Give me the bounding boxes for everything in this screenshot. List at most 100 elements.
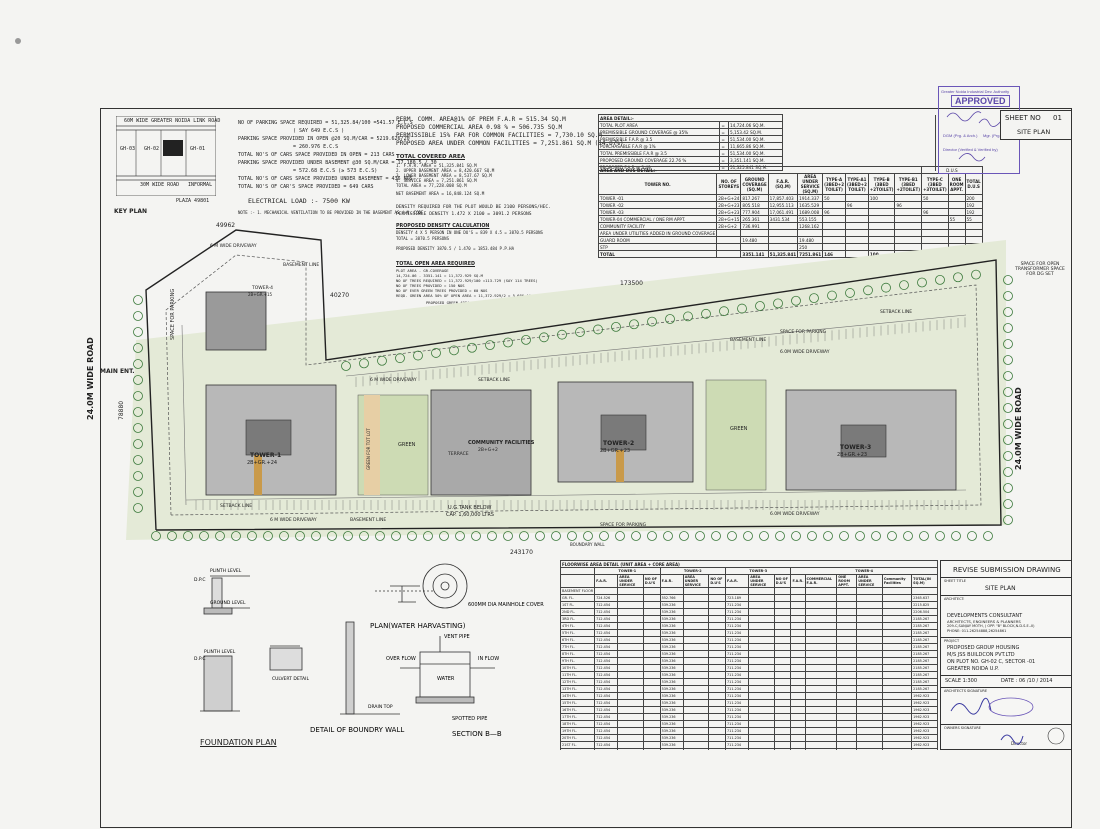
floor-cell xyxy=(881,601,913,609)
floor-cell: 712.454 xyxy=(594,678,619,686)
floor-cell xyxy=(708,734,727,742)
tree-symbol xyxy=(295,531,305,541)
floor-cell xyxy=(682,727,710,735)
floor-cell: 539.236 xyxy=(659,636,684,644)
architect-phone: PHONE: 011-26254888,26254861 xyxy=(947,629,1007,633)
floor-cell xyxy=(881,629,913,637)
dus-header-cell: TOTAL D.U.S xyxy=(964,173,983,195)
tree-symbol xyxy=(953,272,963,283)
tree-symbol xyxy=(133,487,143,497)
floor-cell xyxy=(748,706,775,714)
floor-cell: 712.454 xyxy=(594,643,619,651)
floor-name: 17TH FL. xyxy=(560,713,596,721)
area-row-value: 51,534.00 SQ.M. xyxy=(727,135,784,143)
floor-cell xyxy=(856,706,883,714)
tree-symbol xyxy=(133,343,143,353)
floor-cell xyxy=(804,685,838,693)
floor-name: 11TH FL. xyxy=(560,671,596,679)
floor-cell xyxy=(708,643,727,651)
floor-cell xyxy=(748,727,775,735)
tree-symbol xyxy=(1003,403,1013,413)
floor-cell xyxy=(748,650,775,658)
floor-cell: 1962.923 xyxy=(911,741,938,749)
dus-header-cell: NO. OF STOREYS xyxy=(716,173,742,195)
construction-details: PLINTH LEVEL GROUND LEVEL D.P.C PLINTH L… xyxy=(194,563,544,738)
tree-symbol xyxy=(935,531,945,541)
floor-cell xyxy=(748,741,775,749)
tree-symbol xyxy=(887,531,897,541)
floor-cell: 711.234 xyxy=(725,608,750,616)
floor-cell xyxy=(708,657,727,665)
floor-group-header: TOWER-1 xyxy=(594,567,661,575)
ventilation-note: NOTE :- 1. MECHANICAL VENTILATION TO BE … xyxy=(238,210,424,215)
tree-symbol xyxy=(983,531,993,541)
floor-cell xyxy=(804,720,838,728)
dim-right: 40270 xyxy=(330,292,350,299)
floor-cell xyxy=(836,587,858,595)
tree-symbol xyxy=(1003,435,1013,445)
stamp-authority: Greater Noida Industrial Dev. Authority xyxy=(941,89,1010,94)
perm-comm-area: PERM. COMM. AREA@1% OF PREM F.A.R = 515.… xyxy=(396,116,566,123)
floor-cell xyxy=(748,664,775,672)
open-line-5: NO OF EVER GREEN TREES PROVIDED = 60 NOS xyxy=(396,288,488,293)
drawing-border xyxy=(100,108,1072,828)
floor-cell xyxy=(856,622,883,630)
floor-cell xyxy=(642,741,661,749)
scale-value: SCALE 1:300 xyxy=(945,678,978,684)
tree-symbol xyxy=(1003,499,1013,509)
tree-symbol xyxy=(791,531,801,541)
floor-cell xyxy=(617,636,644,644)
floor-cell xyxy=(748,748,775,750)
vent-pipe-label: VENT PIPE xyxy=(444,634,470,640)
floor-cell xyxy=(708,608,727,616)
floor-cell xyxy=(682,615,710,623)
floor-cell xyxy=(836,650,858,658)
tree-symbol xyxy=(1003,339,1013,349)
architect-sub: ARCHITECTS, ENGINEERS & PLANNERS xyxy=(947,619,1021,624)
trees xyxy=(133,269,1013,541)
floor-cell: 712.454 xyxy=(594,713,619,721)
water-label: WATER xyxy=(437,676,455,682)
floor-cell: 2185.267 xyxy=(911,622,938,630)
floor-cell xyxy=(748,699,775,707)
tree-symbol xyxy=(615,531,625,541)
floor-cell xyxy=(748,678,775,686)
tower-2-label: TOWER-2 xyxy=(603,440,635,447)
floor-col-header: Community Facilities xyxy=(881,574,913,588)
floor-cell xyxy=(790,720,806,728)
floor-cell xyxy=(773,734,792,742)
floor-cell xyxy=(836,664,858,672)
sheet-no-label: SHEET NO xyxy=(1005,114,1041,122)
area-row-label: PURCHASABLE F.A.R @ 1% xyxy=(597,142,721,150)
floor-cell xyxy=(682,699,710,707)
stamp-sig-2: Mgr. (Prg. & Arch.) xyxy=(983,133,1016,138)
floor-cell xyxy=(642,608,661,616)
tree-symbol xyxy=(133,455,143,465)
floor-cell: 712.454 xyxy=(594,629,619,637)
floor-cell xyxy=(617,594,644,602)
floor-cell: 712.454 xyxy=(594,748,619,750)
floor-cell: 711.234 xyxy=(725,741,750,749)
floor-cell xyxy=(642,685,661,693)
area-row-value: 51,534.00 SQ.M. xyxy=(727,149,784,157)
floor-cell xyxy=(748,622,775,630)
floor-cell xyxy=(617,650,644,658)
owner-signature-label: OWNERS SIGNATURE xyxy=(944,726,981,730)
space-parking-left: SPACE FOR PARKING xyxy=(170,288,176,340)
floor-cell: 711.234 xyxy=(725,748,750,750)
floor-cell: 711.234 xyxy=(725,615,750,623)
tree-symbol xyxy=(855,531,865,541)
floor-name: 7TH FL. xyxy=(560,643,596,651)
floor-cell: 711.234 xyxy=(725,636,750,644)
floor-cell: 2185.267 xyxy=(911,664,938,672)
floor-cell xyxy=(804,741,838,749)
proposed-comm-area: PROPOSED COMMERCIAL AREA 0.98 % = 506.73… xyxy=(396,124,563,131)
tower-1-sub: 2B+GR.+24 xyxy=(247,460,278,466)
tree-symbol xyxy=(1003,467,1013,477)
floor-cell: 539.236 xyxy=(659,671,684,679)
